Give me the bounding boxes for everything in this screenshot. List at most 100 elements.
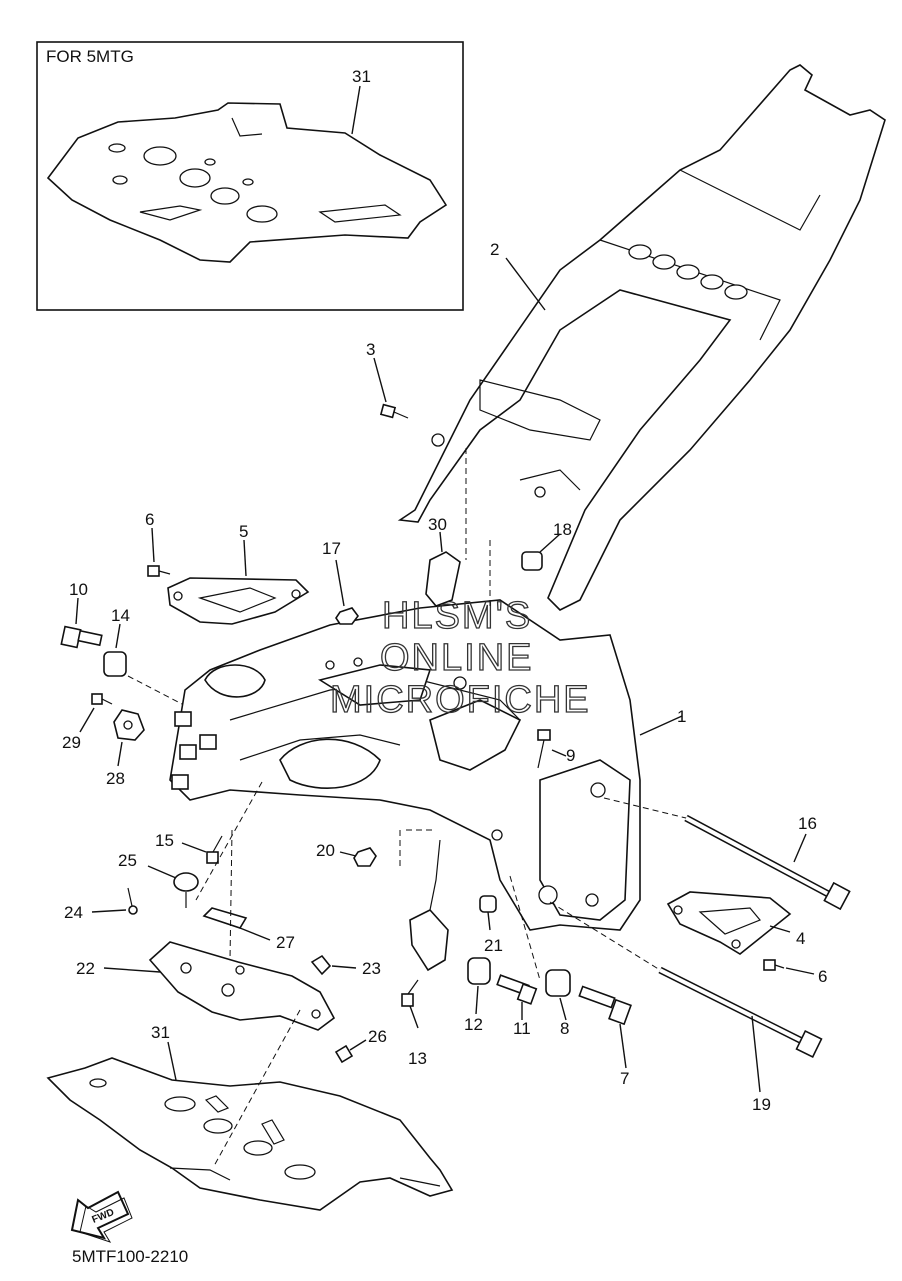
bolt-9	[537, 729, 551, 769]
leader-3	[373, 357, 387, 403]
callout-3: 3	[366, 340, 375, 359]
callout-16: 16	[798, 814, 817, 833]
callout-22: 22	[76, 959, 95, 978]
collar-14	[103, 651, 127, 677]
bolt-15	[206, 835, 223, 864]
leader-30	[439, 531, 443, 553]
callout-29: 29	[62, 733, 81, 752]
bolt-7	[578, 985, 632, 1026]
leader-5	[243, 539, 247, 577]
bolt-6-top	[147, 565, 171, 577]
leader-18	[539, 533, 561, 553]
leader-21	[487, 911, 491, 931]
bolt-3	[379, 403, 409, 419]
callout-10: 10	[69, 580, 88, 599]
leader-31-inset	[351, 85, 361, 135]
diagram-code: 5MTF100-2210	[72, 1247, 188, 1266]
callout-17: 17	[322, 539, 341, 558]
leader-31-bottom	[167, 1041, 177, 1081]
leader-19	[751, 1015, 761, 1093]
bracket-4	[666, 891, 792, 955]
callout-4: 4	[796, 929, 805, 948]
callout-7: 7	[620, 1069, 629, 1088]
leader-8	[559, 997, 567, 1021]
nut-20	[353, 847, 377, 867]
leader-24	[91, 909, 127, 913]
bolt-10	[60, 625, 103, 649]
watermark-line2: ONLINE	[380, 637, 533, 679]
callout-19: 19	[752, 1095, 771, 1114]
leader-10	[75, 597, 79, 625]
bolt-11	[496, 974, 538, 1005]
cover-22	[148, 941, 336, 1031]
callout-20: 20	[316, 841, 335, 860]
rivet-24	[127, 887, 138, 915]
leader-6-lower	[785, 967, 815, 975]
callout-21: 21	[484, 936, 503, 955]
callout-9: 9	[566, 746, 575, 765]
callout-13: 13	[408, 1049, 427, 1068]
callout-25: 25	[118, 851, 137, 870]
leader-12	[475, 985, 479, 1015]
callout-28: 28	[106, 769, 125, 788]
leader-15	[181, 842, 207, 853]
leader-22	[103, 967, 161, 973]
callout-31-inset: 31	[352, 67, 371, 86]
leader-17	[335, 559, 345, 607]
long-bolt-16	[684, 814, 851, 911]
bolt-6-lower	[763, 959, 785, 971]
callout-23: 23	[362, 959, 381, 978]
callout-11: 11	[513, 1019, 531, 1038]
leader-7	[619, 1023, 627, 1069]
watermark: HLSM'S ONLINE MICROFICHE	[329, 594, 591, 721]
main-frame	[169, 599, 641, 931]
leader-13	[409, 1005, 419, 1029]
assembly-guide-lines	[127, 448, 687, 1167]
fwd-arrow-icon: FWD	[70, 1190, 133, 1243]
callout-6-top: 6	[145, 510, 154, 529]
leader-6-top	[151, 527, 155, 563]
watermark-line3: MICROFICHE	[330, 679, 591, 721]
bolt-18	[521, 551, 543, 571]
callout-14: 14	[111, 606, 130, 625]
leader-9	[551, 749, 567, 757]
callout-8: 8	[560, 1019, 569, 1038]
side-bracket	[409, 839, 449, 972]
inset-panel: FOR 5MTG 31	[36, 41, 464, 311]
callout-31-bottom: 31	[151, 1023, 170, 1042]
collar-21	[479, 895, 497, 913]
callout-26: 26	[368, 1027, 387, 1046]
leader-16	[793, 833, 807, 863]
callout-5: 5	[239, 522, 248, 541]
clip-23	[310, 954, 332, 976]
callout-27: 27	[276, 933, 295, 952]
leader-2	[505, 257, 546, 311]
callout-18: 18	[553, 520, 572, 539]
pad-27	[202, 907, 248, 929]
leader-25	[147, 865, 177, 879]
callout-6-lower: 6	[818, 967, 827, 986]
leader-29	[79, 707, 95, 733]
clip-26	[334, 1044, 354, 1064]
inset-title: FOR 5MTG	[46, 47, 134, 66]
bracket-30	[425, 551, 461, 607]
bracket-28	[113, 709, 145, 741]
leader-20	[339, 851, 357, 857]
callout-12: 12	[464, 1015, 483, 1034]
leader-28	[117, 741, 123, 767]
bracket-5	[167, 577, 310, 625]
bolt-13	[401, 979, 419, 1007]
callout-1: 1	[677, 707, 686, 726]
leader-23	[331, 965, 357, 969]
clamp-25	[173, 872, 199, 908]
callout-30: 30	[428, 515, 447, 534]
callout-15: 15	[155, 831, 174, 850]
leader-14	[115, 623, 121, 649]
watermark-line1: HLSM'S	[382, 595, 532, 637]
callout-2: 2	[490, 240, 499, 259]
callout-24: 24	[64, 903, 83, 922]
leader-4	[769, 925, 791, 933]
collar-8	[545, 969, 571, 997]
inset-skid-plate	[46, 102, 448, 263]
